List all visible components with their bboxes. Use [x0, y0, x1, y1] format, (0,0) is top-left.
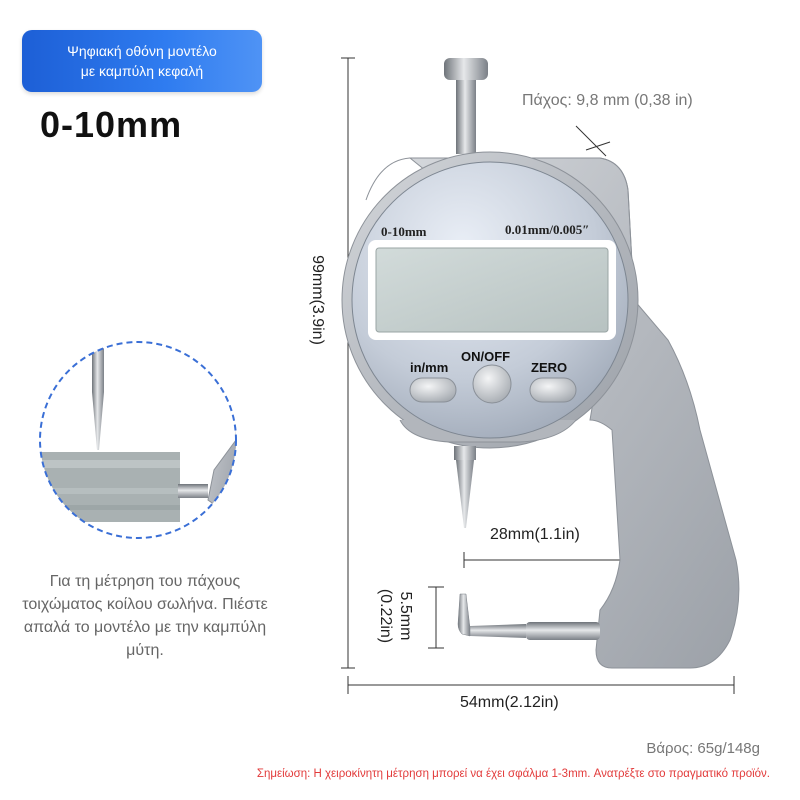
- height-dimension: 99mm(3.9in): [309, 255, 326, 345]
- badge-line-2: με καμπύλη κεφαλή: [80, 63, 204, 79]
- weight-label: Βάρος: 65g/148g: [646, 740, 760, 757]
- tip-dimension-in: (0.22in): [377, 588, 394, 644]
- unit-button-shape: [409, 377, 457, 403]
- power-button-shape: [472, 364, 512, 404]
- gauge-frame: [408, 157, 740, 669]
- lcd-screen: [375, 247, 609, 333]
- power-button-label: ON/OFF: [461, 349, 511, 364]
- width-dimension: 54mm(2.12in): [460, 694, 559, 711]
- tip-dimension: 5.5mm (0.22in): [375, 589, 415, 643]
- zero-button-shape: [529, 377, 577, 403]
- disclaimer-note: Σημείωση: Η χειροκίνητη μέτρηση μπορεί ν…: [256, 768, 770, 780]
- zero-button-label: ZERO: [531, 360, 568, 375]
- throat-dimension: 28mm(1.1in): [490, 526, 580, 543]
- usage-caption: Για τη μέτρηση του πάχους τοιχώματος κοί…: [22, 573, 268, 659]
- unit-button-label: in/mm: [410, 360, 449, 375]
- detail-inset: [39, 341, 237, 539]
- tip-dimension-mm: 5.5mm: [397, 591, 414, 641]
- badge-line-1: Ψηφιακή οθόνη μοντέλο: [67, 43, 217, 59]
- range-title: 0-10mm: [40, 104, 183, 145]
- gauge-resolution-label: 0.01mm/0.005″: [505, 222, 590, 237]
- feature-badge: Ψηφιακή οθόνη μοντέλο με καμπύλη κεφαλή: [22, 30, 262, 92]
- thickness-label: Πάχος: 9,8 mm (0,38 in): [522, 92, 693, 109]
- gauge-range-label: 0-10mm: [381, 224, 427, 239]
- dimension-lines: [341, 57, 735, 694]
